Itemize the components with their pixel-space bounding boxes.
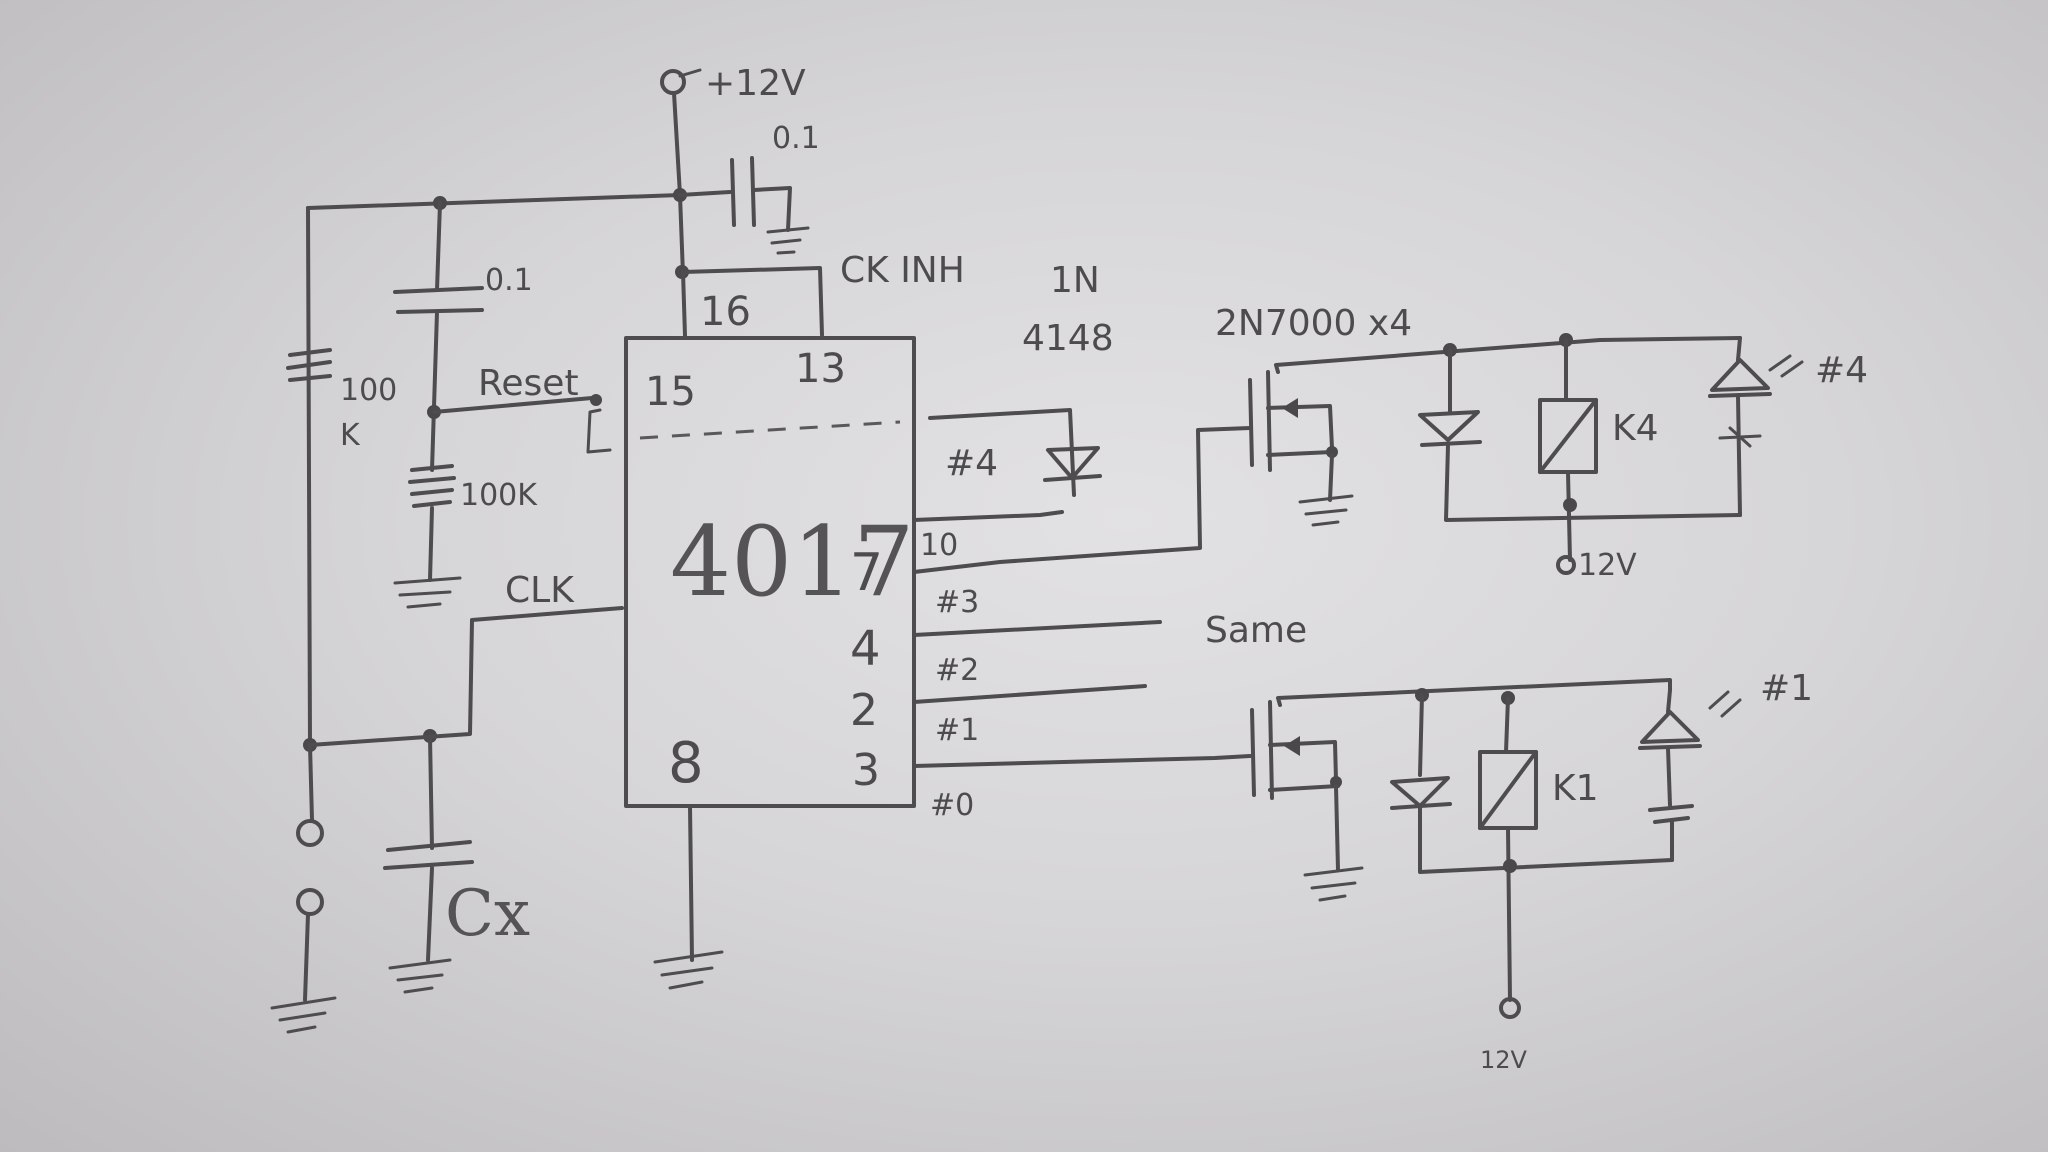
relay-k4-label: K4 bbox=[1612, 408, 1659, 449]
res-100k-unit: K bbox=[340, 418, 361, 453]
out4-wire bbox=[912, 510, 1064, 522]
res-100k-label: 100 bbox=[340, 373, 397, 408]
capacitor-decoupling bbox=[678, 156, 810, 255]
diode-label-4148: 4148 bbox=[1022, 318, 1114, 359]
mosfet-label: 2N7000 x4 bbox=[1215, 303, 1412, 344]
pin4-label: 4 bbox=[850, 621, 881, 677]
ground-mosfet1 bbox=[1303, 866, 1364, 902]
out10-wire bbox=[912, 426, 1252, 574]
out10-label: 10 bbox=[920, 528, 958, 563]
ground-mosfet4 bbox=[1298, 494, 1354, 527]
same-label: Same bbox=[1205, 610, 1307, 651]
pin13-label: 13 bbox=[795, 346, 846, 392]
relay-k1 bbox=[1478, 750, 1538, 830]
resistor-100k bbox=[286, 348, 332, 382]
out3-label: #3 bbox=[935, 585, 979, 620]
flyback-diode-1 bbox=[1390, 776, 1452, 810]
terminal-a bbox=[296, 819, 324, 847]
led-1-label: #1 bbox=[1760, 668, 1813, 709]
out2-label: #2 bbox=[935, 653, 979, 688]
mosfet-4 bbox=[1248, 370, 1338, 472]
diode-label-1n: 1N bbox=[1050, 260, 1100, 301]
supply-label: +12V bbox=[705, 63, 806, 104]
pin8-label: 8 bbox=[668, 731, 704, 796]
out3-wire bbox=[912, 620, 1162, 637]
pin3-label: 3 bbox=[852, 745, 880, 796]
led-1 bbox=[1638, 690, 1742, 824]
ground-switch bbox=[270, 996, 337, 1034]
left-wire bbox=[306, 206, 312, 747]
led-4-label: #4 bbox=[1815, 350, 1868, 391]
v12-b-label: 12V bbox=[1480, 1046, 1528, 1074]
clk-label: CLK bbox=[505, 570, 575, 611]
out4-label: #4 bbox=[945, 443, 998, 484]
vdd-wire bbox=[672, 91, 685, 277]
out1-wire bbox=[912, 754, 1252, 768]
cap-top-label: 0.1 bbox=[772, 121, 820, 156]
pin2-label: 2 bbox=[850, 685, 878, 736]
resistor-reset bbox=[408, 464, 456, 508]
reset-label: Reset bbox=[478, 363, 579, 404]
chip-label: 4017 bbox=[670, 506, 914, 618]
pin7-label: 7 bbox=[850, 543, 883, 603]
led-4 bbox=[1708, 354, 1804, 448]
ground-chip bbox=[653, 950, 724, 990]
out2-wire bbox=[912, 684, 1147, 704]
ck-inh-label: CK INH bbox=[840, 250, 965, 291]
ground-reset bbox=[393, 576, 462, 609]
mosfet-1 bbox=[1250, 700, 1342, 800]
terminal-b bbox=[296, 888, 324, 916]
ground-cx bbox=[388, 958, 452, 994]
relay-k4 bbox=[1538, 398, 1598, 474]
out0-label: #0 bbox=[930, 788, 974, 823]
pin16-label: 16 bbox=[700, 289, 751, 335]
capacitor-cx bbox=[383, 840, 474, 870]
out1-label: #1 bbox=[935, 713, 979, 748]
pin15-label: 15 bbox=[645, 369, 696, 415]
flyback-diode-4 bbox=[1418, 410, 1482, 447]
capacitor-reset bbox=[393, 286, 484, 314]
diode-1n4148 bbox=[1043, 446, 1102, 482]
cap-reset-label: 0.1 bbox=[485, 263, 533, 298]
top-rail bbox=[306, 193, 682, 210]
chip-divider bbox=[639, 420, 901, 440]
cx-label: Cx bbox=[445, 877, 530, 951]
res-reset-label: 100K bbox=[460, 478, 538, 513]
supply-terminal bbox=[660, 68, 702, 95]
relay-k1-label: K1 bbox=[1552, 768, 1599, 809]
v12-a-label: 12V bbox=[1578, 548, 1637, 583]
